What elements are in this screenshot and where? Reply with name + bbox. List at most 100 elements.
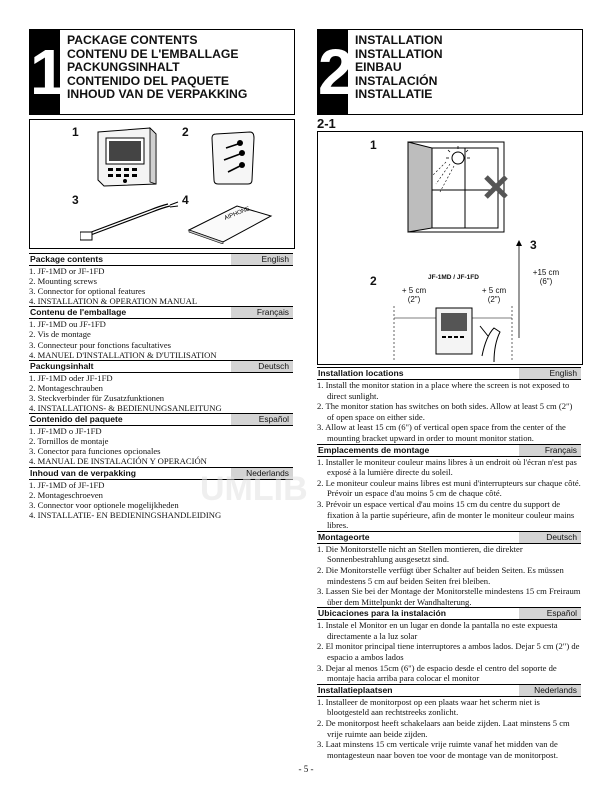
language-tag: Français (231, 307, 293, 319)
left-gap-value: + 5 cm (401, 286, 427, 295)
list-item: 3. Connecteur pour fonctions facultative… (29, 339, 171, 350)
title-nl: INSTALLATIE (355, 87, 433, 102)
vertical-clearance-arrow (516, 240, 522, 338)
list-item: 1. JF-1MD of JF-1FD (29, 479, 105, 490)
list-english: Package contents English 1. JF-1MD or JF… (29, 253, 293, 306)
language-tag: Español (231, 414, 293, 426)
list-item: 2. El monitor principal tiene interrupto… (317, 641, 580, 663)
list-spanish: Contenido del paquete Español 1. JF-1MD … (29, 413, 293, 466)
list-item: 1. JF-1MD oder JF-1FD (29, 372, 113, 383)
list-item: 4. MANUAL DE INSTALACIÓN Y OPERACIÓN (29, 456, 207, 467)
watermark-logo: UMLIB (200, 470, 308, 508)
list-item: 2. Die Monitorstelle verfügt über Schalt… (317, 564, 564, 586)
connector-cable-illustration (80, 201, 179, 241)
list-item: 2. Tornillos de montaje (29, 436, 109, 447)
list-item: 2. De monitorpost heeft schakelaars aan … (317, 718, 570, 739)
installation-figure: 1 2 3 +15 cm (6") JF-1MD / JF-1FD + 5 cm (317, 131, 583, 365)
language-tag: English (231, 254, 293, 265)
language-tag: Deutsch (519, 531, 581, 543)
list-item: 3. Conector para funciones opcionales (29, 446, 161, 457)
right-gap-label: + 5 cm (2") (476, 286, 512, 304)
subsection-title: 2-1 (317, 116, 336, 131)
list-item: 2. Le moniteur couleur mains libres est … (317, 477, 581, 499)
list-item: 2. Vis de montage (29, 329, 91, 340)
model-label: JF-1MD / JF-1FD (428, 274, 479, 281)
list-item: 2. The monitor station has switches on b… (317, 401, 573, 422)
list-french: Emplacements de montage Français 1. Inst… (317, 443, 581, 531)
package-contents-figure: 1 2 3 4 AIPHONE (29, 119, 295, 249)
prohibited-x-icon (484, 175, 508, 199)
list-item: 3. Prévoir un espace vertical d'au moins… (317, 498, 575, 531)
top-gap-label: +15 cm (6") (526, 268, 566, 286)
list-german: Packungsinhalt Deutsch 1. JF-1MD oder JF… (29, 359, 293, 414)
title-es: INSTALACIÓN (355, 73, 438, 88)
left-gap-label: + 5 cm (2") (396, 286, 432, 304)
list-heading: Ubicaciones para la instalación Español (317, 607, 581, 621)
right-gap-value: + 5 cm (481, 286, 507, 295)
section2-lists: Installation locations English 1. Instal… (317, 367, 581, 760)
list-item: 4. INSTALLATIE- EN BEDIENINGSHANDLEIDING (29, 509, 222, 520)
top-gap-inches: (6") (539, 277, 553, 286)
list-heading: Montageorte Deutsch (317, 530, 581, 544)
list-item: 1. JF-1MD or JF-1FD (29, 266, 105, 276)
list-item: 1. Installeer de monitorpost op een plaa… (317, 696, 540, 718)
list-item: 2. Montageschrauben (29, 382, 103, 393)
list-item: 1. Die Monitorstelle nicht an Stellen mo… (317, 543, 523, 565)
list-item: 4. INSTALLATIONS- & BEDIENUNGSANLEITUNG (29, 403, 222, 414)
list-heading: Contenu de l'emballage Français (29, 306, 293, 320)
monitor-mounting-illustration (393, 306, 513, 362)
language-tag: English (519, 368, 581, 379)
list-german: Montageorte Deutsch 1. Die Monitorstelle… (317, 530, 581, 608)
list-heading: Packungsinhalt Deutsch (29, 359, 293, 373)
figure-label-3: 3 (72, 193, 79, 207)
right-gap-inches: (2") (487, 295, 501, 304)
list-dutch: Installatieplaatsen Nederlands 1. Instal… (317, 683, 581, 761)
list-item: 1. JF-1MD ou JF-1FD (29, 319, 106, 330)
list-item: 2. Mounting screws (29, 276, 98, 287)
top-gap-value: +15 cm (532, 268, 560, 277)
figure-label-2: 2 (370, 274, 377, 288)
list-item: 1. Installer le moniteur couleur mains l… (317, 456, 577, 478)
list-heading: Contenido del paquete Español (29, 413, 293, 427)
title-es: CONTENIDO DEL PAQUETE (67, 73, 230, 88)
list-dutch: Inhoud van de verpakking Nederlands 1. J… (29, 466, 293, 520)
language-tag: Nederlands (231, 467, 293, 479)
list-heading: Emplacements de montage Français (317, 443, 581, 457)
title-fr: INSTALLATION (355, 46, 443, 61)
list-item: 3. Laat minstens 15 cm verticale vrije r… (317, 739, 559, 760)
list-heading: Package contents English (29, 253, 293, 266)
language-tag: Français (519, 444, 581, 456)
page-number: - 5 - (298, 764, 314, 774)
title-nl: INHOUD VAN DE VERPAKKING (67, 87, 248, 102)
figure-label-1: 1 (72, 125, 79, 139)
list-item: 4. INSTALLATION & OPERATION MANUAL (29, 296, 198, 307)
figure-label-4: 4 (182, 193, 189, 207)
section2-header: 2 INSTALLATION INSTALLATION EINBAU INSTA… (317, 29, 583, 115)
list-spanish: Ubicaciones para la instalación Español … (317, 607, 581, 684)
list-item: 1. Install the monitor station in a plac… (317, 380, 570, 401)
section1-titles: PACKAGE CONTENTS CONTENU DE L'EMBALLAGE … (67, 33, 248, 102)
title-fr: CONTENU DE L'EMBALLAGE (67, 46, 239, 61)
list-item: 2. Montageschroeven (29, 489, 103, 500)
language-tag: Nederlands (519, 684, 581, 696)
monitor-unit-illustration (97, 127, 157, 187)
section1-header: 1 PACKAGE CONTENTS CONTENU DE L'EMBALLAG… (29, 29, 295, 115)
language-tag: Español (519, 608, 581, 620)
title-en: INSTALLATION (355, 33, 443, 47)
list-item: 3. Lassen Sie bei der Montage der Monito… (317, 586, 581, 607)
figure-label-2: 2 (182, 125, 189, 139)
window-sunlight-illustration (407, 141, 505, 233)
list-item: 1. JF-1MD o JF-1FD (29, 426, 102, 437)
figure-label-3: 3 (530, 238, 537, 252)
list-item: 3. Connector for optional features (29, 286, 146, 297)
manual-booklet-illustration: AIPHONE (187, 205, 273, 244)
list-heading: Inhoud van de verpakking Nederlands (29, 466, 293, 480)
section2-number: 2 (318, 30, 354, 114)
left-gap-inches: (2") (407, 295, 421, 304)
list-english: Installation locations English 1. Instal… (317, 367, 581, 444)
list-french: Contenu de l'emballage Français 1. JF-1M… (29, 306, 293, 360)
section1-lists: Package contents English 1. JF-1MD or JF… (29, 253, 293, 520)
list-item: 3. Allow at least 15 cm (6") of vertical… (317, 422, 566, 443)
section2-titles: INSTALLATION INSTALLATION EINBAU INSTALA… (355, 33, 443, 102)
title-de: PACKUNGSINHALT (67, 60, 180, 75)
